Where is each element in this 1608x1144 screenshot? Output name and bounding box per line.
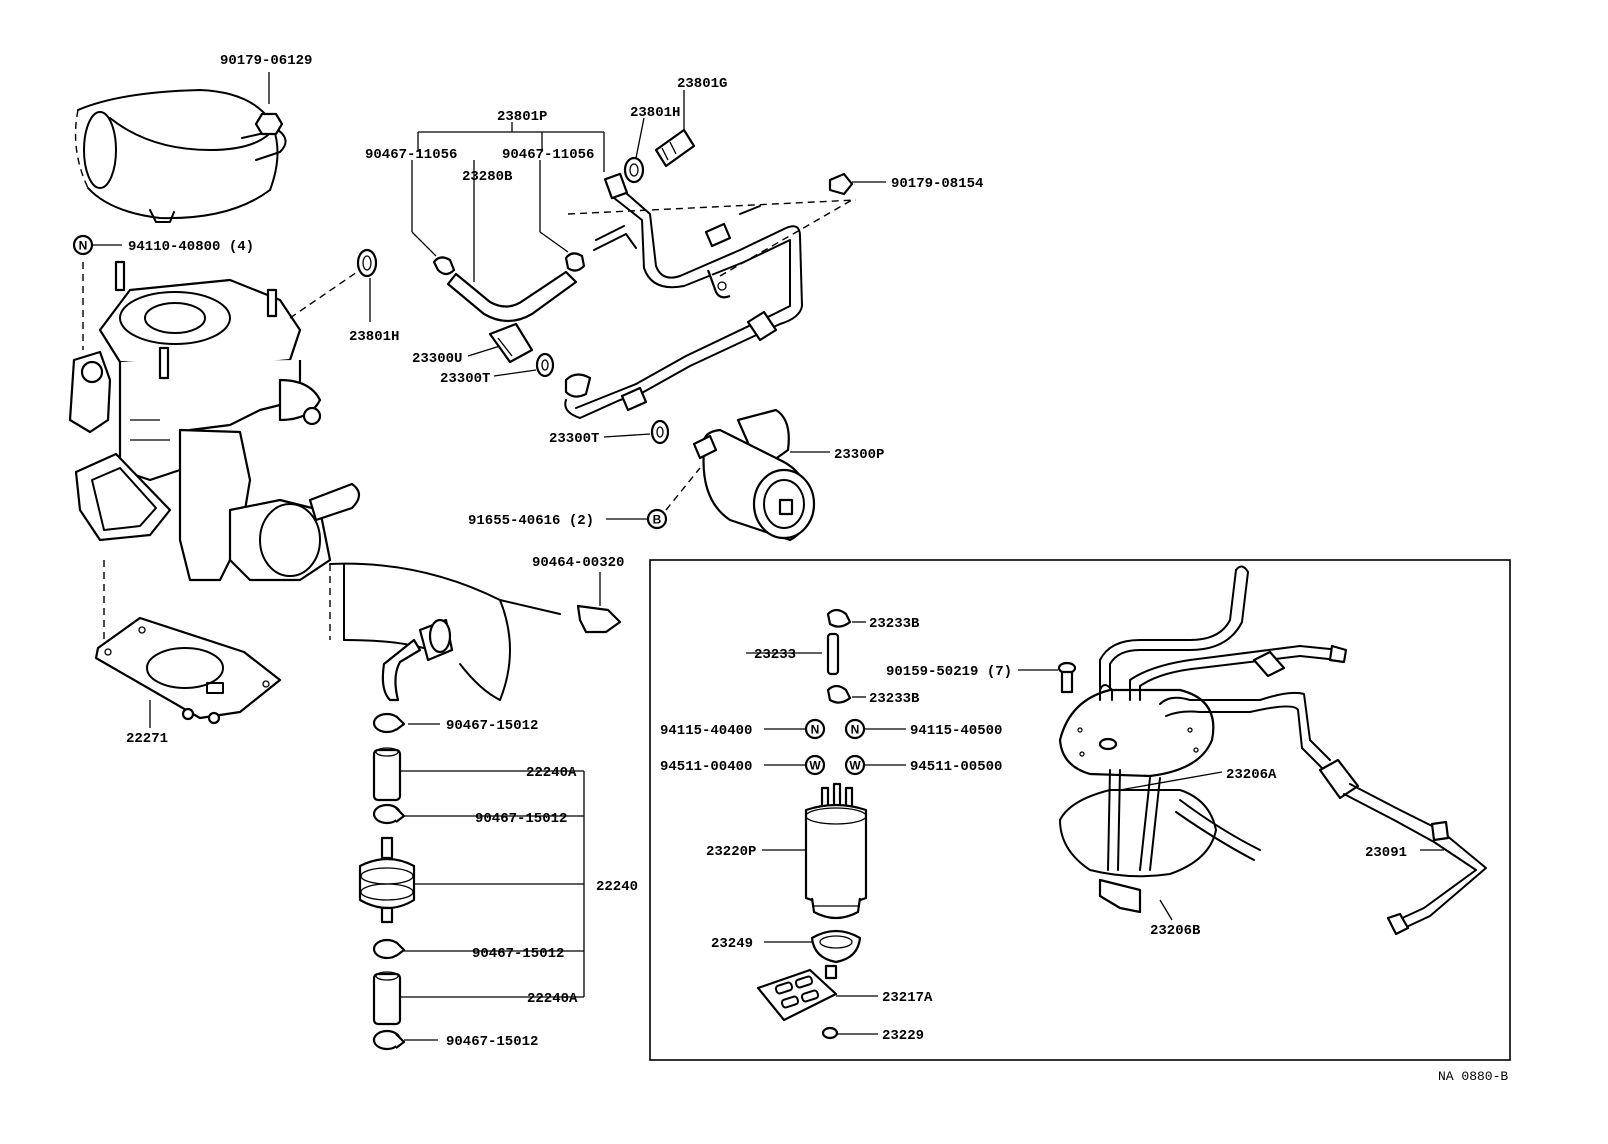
fuel-pump-inset-frame — [649, 559, 1511, 1061]
label-23249: 23249 — [711, 936, 753, 952]
clip-23233B-lower — [826, 684, 852, 704]
grommet-23229 — [821, 1026, 839, 1040]
part-labels: 90179-06129 94110-40800 (4) 22271 90467-… — [126, 53, 1508, 1084]
svg-text:B: B — [653, 513, 662, 527]
label-22240A-lower: 22240A — [527, 991, 578, 1007]
bracket-22240 — [400, 770, 585, 998]
label-22240A-upper: 22240A — [526, 765, 577, 781]
label-23300T-lower: 23300T — [549, 431, 599, 447]
label-90464-00320: 90464-00320 — [532, 555, 624, 571]
label-94511-00500: 94511-00500 — [910, 759, 1002, 775]
label-91655-40616: 91655-40616 (2) — [468, 513, 594, 529]
symbol-n-94115-40500: N — [851, 723, 860, 737]
clamp-90467-11056-right — [564, 252, 586, 272]
fitting-23801G — [654, 128, 696, 168]
label-23217A: 23217A — [882, 990, 933, 1006]
hose-22240A-upper — [372, 747, 402, 802]
leader-lines — [92, 90, 1444, 1041]
fuel-pump-23220P — [804, 782, 868, 920]
label-23801G: 23801G — [677, 76, 727, 92]
label-22240: 22240 — [596, 879, 638, 895]
label-23206A: 23206A — [1226, 767, 1277, 783]
fuel-pipe-assembly — [564, 172, 857, 419]
symbol-w-94511-00500: W — [849, 759, 861, 773]
bolt-90159-50219 — [1057, 661, 1077, 694]
label-23233B-upper: 23233B — [869, 616, 920, 632]
drawing-code: NA 0880-B — [1438, 1069, 1508, 1084]
strainer-cap-23249 — [810, 929, 862, 964]
clamp-90467-15012-2 — [372, 803, 406, 825]
label-23233B-lower: 23233B — [869, 691, 920, 707]
washer-23300T-upper — [535, 352, 555, 378]
nut-90179-06129 — [254, 72, 284, 136]
label-23280B: 23280B — [462, 169, 513, 185]
clamp-90467-15012-3 — [372, 938, 406, 960]
clamp-90467-11056-left — [432, 256, 456, 276]
sender-gauge-23206A — [1058, 565, 1348, 778]
label-23091: 23091 — [1365, 845, 1407, 861]
fuel-pipe-23091 — [1318, 758, 1487, 936]
label-23801H-left: 23801H — [349, 329, 399, 345]
symbol-n-94110: N — [72, 234, 94, 256]
symbol-b-91655: B — [646, 508, 668, 530]
symbol-w-94511-00400: W — [809, 759, 821, 773]
label-23300T-upper: 23300T — [440, 371, 490, 387]
air-horn-cover — [74, 89, 287, 223]
filter-23217A — [756, 964, 838, 1022]
hose-23280B — [446, 270, 578, 323]
label-23300U: 23300U — [412, 351, 462, 367]
label-23300P: 23300P — [834, 447, 884, 463]
air-duct — [329, 562, 561, 702]
clamp-90467-15012-4 — [372, 1029, 406, 1051]
carburetor — [68, 260, 361, 640]
label-90467-15012-2: 90467-15012 — [475, 811, 567, 827]
label-90467-11056-left: 90467-11056 — [365, 147, 457, 163]
label-23801H-top: 23801H — [630, 105, 680, 121]
ring-23801H-left — [356, 248, 378, 278]
label-23220P: 23220P — [706, 844, 756, 860]
label-94115-40400: 94115-40400 — [660, 723, 752, 739]
label-90159-50219: 90159-50219 (7) — [886, 664, 1012, 680]
hose-22240A-lower — [372, 971, 402, 1026]
label-90467-11056-right: 90467-11056 — [502, 147, 594, 163]
label-90179-08154: 90179-08154 — [891, 176, 983, 192]
label-90467-15012-3: 90467-15012 — [472, 946, 564, 962]
ring-23801H-top — [623, 156, 645, 184]
clamp-90467-15012-1 — [372, 712, 406, 734]
label-94511-00400: 94511-00400 — [660, 759, 752, 775]
svg-text:N: N — [79, 239, 88, 253]
clip-90464-00320 — [576, 572, 622, 634]
clip-23233B-upper — [826, 608, 852, 628]
label-94115-40500: 94115-40500 — [910, 723, 1002, 739]
label-90467-15012-4: 90467-15012 — [446, 1034, 538, 1050]
label-94110-40800: 94110-40800 (4) — [128, 239, 254, 255]
fuel-filter-22240 — [358, 836, 416, 924]
label-23206B: 23206B — [1150, 923, 1201, 939]
hose-23233 — [826, 632, 840, 676]
fuel-filter-23300P — [665, 408, 816, 542]
label-23801P: 23801P — [497, 109, 547, 125]
union-23300U — [488, 322, 534, 364]
label-23233: 23233 — [754, 647, 796, 663]
label-90467-15012-1: 90467-15012 — [446, 718, 538, 734]
washer-23300T-lower — [650, 419, 670, 445]
gasket-22271 — [94, 616, 282, 728]
bolt-90179-08154 — [828, 172, 854, 196]
symbol-n-94115-40400: N — [811, 723, 820, 737]
bracket-23801P — [411, 122, 605, 282]
label-23229: 23229 — [882, 1028, 924, 1044]
label-90179-06129: 90179-06129 — [220, 53, 312, 69]
pump-bracket-23206B — [1059, 769, 1261, 914]
label-22271: 22271 — [126, 731, 168, 747]
